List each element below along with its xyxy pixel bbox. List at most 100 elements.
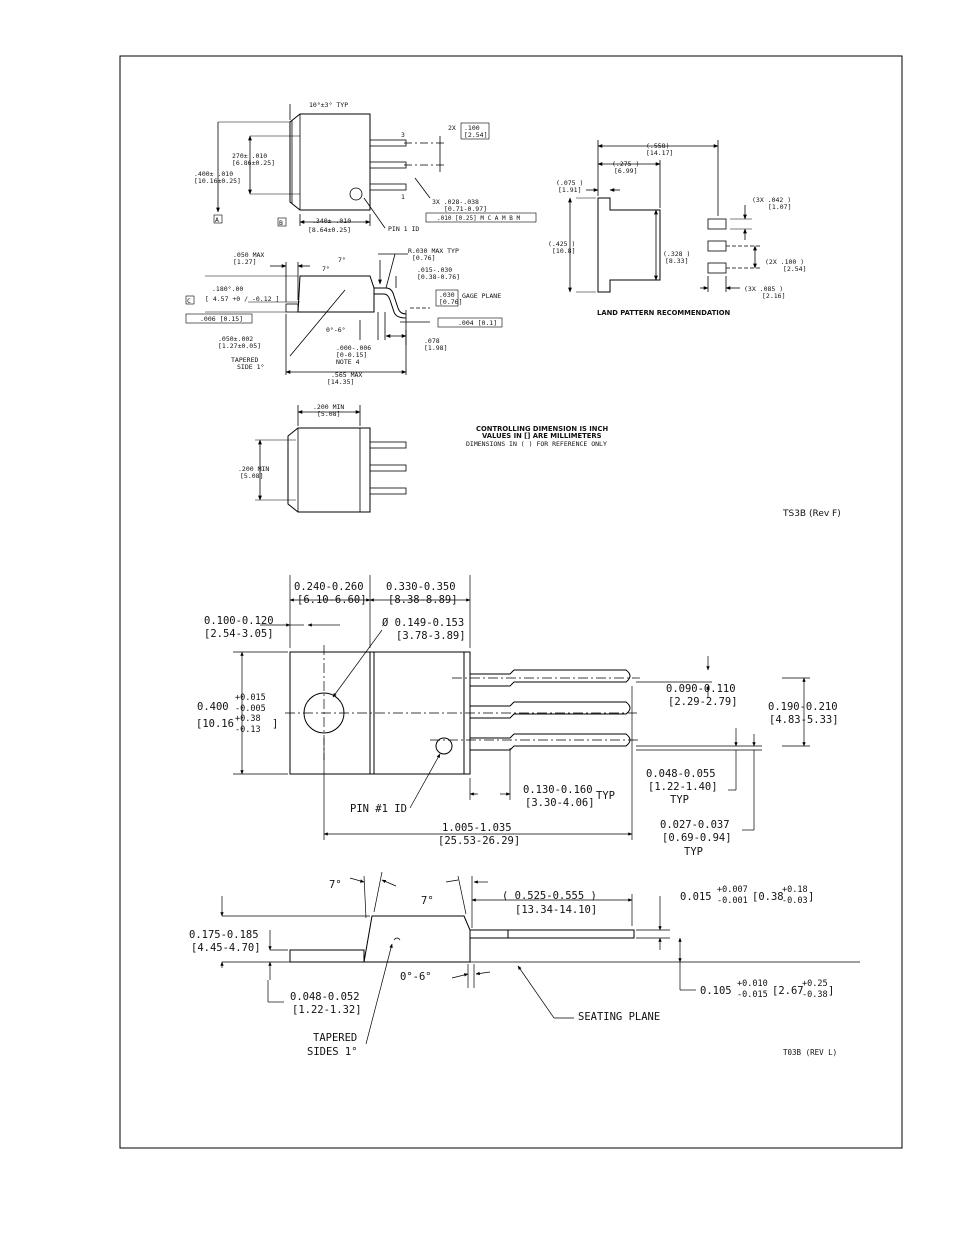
- to3b-1005-a: 1.005-1.035: [442, 822, 512, 834]
- to3b-ang06: 0°-6°: [400, 971, 432, 983]
- to3b-048-c: TYP: [670, 794, 689, 806]
- to3b-175-a: 0.175-0.185: [189, 929, 259, 941]
- ts3b-200a-a: .200 MIN: [313, 403, 344, 411]
- ts3b-gage-mm: [0.76]: [439, 298, 462, 306]
- note-line1: CONTROLLING DIMENSION IS INCH: [476, 425, 608, 433]
- to3b-048-a: 0.048-0.052: [290, 991, 360, 1003]
- to3b-015-main: 0.015: [680, 891, 712, 903]
- to3b-130-typ: TYP: [596, 790, 615, 802]
- ts3b-ang7a: 7°: [322, 265, 330, 273]
- land-085-b: [2.16]: [762, 292, 785, 300]
- to3b-105-up: +0.010: [737, 979, 768, 989]
- ts3b-fcf: .010 [0.25] M C A M B M: [437, 215, 520, 222]
- note-line2: VALUES IN [] ARE MILLIMETERS: [482, 432, 602, 440]
- ts3b-050-a: .050 MAX: [233, 251, 264, 259]
- ts3b-radius-b: [0.76]: [412, 254, 435, 262]
- land-328-a: (.328 ): [663, 250, 690, 258]
- to3b-330-b: [8.38-8.89]: [388, 594, 458, 606]
- to3b-105-close: ]: [828, 985, 834, 997]
- to3b-400-tol-dn: -0.005: [235, 704, 266, 714]
- ts3b-ang7b: 7°: [338, 256, 346, 264]
- ts3b-side-view: [205, 253, 430, 375]
- to3b-130-b: [3.30-4.06]: [525, 797, 595, 809]
- to3b-400-close: ]: [272, 718, 278, 730]
- ts3b-flat: .006 [0.15]: [200, 315, 243, 323]
- ts3b-lead-t-a: .015-.030: [417, 266, 452, 274]
- to3b-hole-b: [3.78-3.89]: [396, 630, 466, 642]
- ts3b-revision: TS3B (Rev F): [782, 509, 841, 519]
- to3b-105-mm-dn: -0.38: [802, 990, 828, 1000]
- ts3b-standoff-a: .000-.006: [336, 344, 371, 352]
- ts3b-078-b: [1.98]: [424, 344, 447, 352]
- note-line3: DIMENSIONS IN ( ) FOR REFERENCE ONLY: [466, 440, 607, 448]
- to3b-pin1-marker: [435, 737, 453, 755]
- ts3b-565-b: [14.35]: [327, 378, 354, 386]
- to3b-015-close: ]: [808, 891, 814, 903]
- land-425-b: [10.8]: [552, 247, 575, 255]
- land-042-b: [1.07]: [768, 203, 791, 211]
- ts3b-pitch-in: .100: [464, 124, 480, 132]
- ts3b-gage-label: GAGE PLANE: [462, 292, 501, 300]
- to3b-seating: SEATING PLANE: [578, 1011, 660, 1023]
- to3b-048-b: [1.22-1.32]: [292, 1004, 362, 1016]
- to3b-side-text: 7° 7° ( 0.525-0.555 ) [13.34-14.10] 0.01…: [189, 879, 834, 1058]
- to3b-100-b: [2.54-3.05]: [204, 628, 274, 640]
- to3b-side-view: [220, 871, 860, 1045]
- ts3b-200b-a: .200 MIN: [238, 465, 269, 473]
- ts3b-400-b: [10.16±0.25]: [194, 177, 241, 185]
- ts3b-prof: .004 [0.1]: [458, 319, 497, 327]
- to3b-130-a: 0.130-0.160: [523, 784, 593, 796]
- to3b-400-main: 0.400: [197, 701, 229, 713]
- ts3b-top-view: [216, 104, 445, 229]
- to3b-190-a: 0.190-0.210: [768, 701, 838, 713]
- to3b-027-a: 0.027-0.037: [660, 819, 730, 831]
- ts3b-050b-a: .050±.002: [218, 335, 253, 343]
- ts3b-pin1: PIN 1 ID: [388, 225, 419, 233]
- to3b-tapered-a: TAPERED: [313, 1032, 357, 1044]
- ts3b-height-b: [ 4.57 +0 / -0.12 ]: [205, 295, 279, 303]
- land-title: LAND PATTERN RECOMMENDATION: [597, 309, 731, 317]
- to3b-105-mm-up: +0.25: [802, 979, 828, 989]
- to3b-048-a: 0.048-0.055: [646, 768, 716, 780]
- ts3b-bottom-text: .200 MIN [5.08] .200 MIN [5.08]: [238, 403, 344, 480]
- ts3b-050-b: [1.27]: [233, 258, 256, 266]
- ts3b-side-text: .050 MAX [1.27] 7° 7° R.030 MAX TYP [0.7…: [185, 247, 503, 386]
- land-425-a: (.425 ): [548, 240, 575, 248]
- ts3b-200a-b: [5.08]: [317, 410, 340, 418]
- ts3b-340-b: [8.64±0.25]: [308, 226, 351, 234]
- to3b-190-b: [4.83-5.33]: [769, 714, 839, 726]
- ts3b-pitch-mm: [2.54]: [464, 131, 487, 139]
- ts3b-top-text: 10°±3° TYP 270± .010 [6.86±0.25] .400± .…: [194, 101, 537, 234]
- ts3b-tapered-b: SIDE 1°: [237, 363, 264, 371]
- land-100-a: (2X .100 ): [765, 258, 804, 266]
- ts3b-radius-a: R.030 MAX TYP: [408, 247, 459, 255]
- ts3b-datum-a: A: [215, 216, 219, 224]
- ts3b-pin1-num: 1: [401, 193, 405, 201]
- to3b-048-b: [1.22-1.40]: [648, 781, 718, 793]
- to3b-hole-a: Ø 0.149-0.153: [382, 617, 464, 629]
- land-075-a: (.075 ): [556, 179, 583, 187]
- to3b-1005-b: [25.53-26.29]: [438, 835, 520, 847]
- land-pattern-text: (.558) [14.17] (.275 ) [6.99] (.075 ) [1…: [548, 142, 806, 317]
- ts3b-tapered-a: TAPERED: [231, 356, 258, 364]
- to3b-400-mm-dn: -0.13: [235, 725, 261, 735]
- to3b-015-up: +0.007: [717, 885, 748, 895]
- ts3b-gage-in: .030: [439, 291, 455, 299]
- ts3b-lead-3x-b: [0.71-0.97]: [444, 205, 487, 213]
- ts3b-078-a: .078: [424, 337, 440, 345]
- to3b-015-mm: [0.38: [752, 891, 784, 903]
- to3b-400-mm: [10.16: [196, 718, 234, 730]
- ts3b-050b-b: [1.27±0.05]: [218, 342, 261, 350]
- to3b-105-mm: [2.67: [772, 985, 804, 997]
- to3b-015-mm-up: +0.18: [782, 885, 808, 895]
- dimension-notes: CONTROLLING DIMENSION IS INCH VALUES IN …: [466, 425, 608, 448]
- ts3b-lead-3x-a: 3X .028-.038: [432, 198, 479, 206]
- ts3b-565-a: .565 MAX: [331, 371, 362, 379]
- to3b-240-a: 0.240-0.260: [294, 581, 364, 593]
- ts3b-270-b: [6.86±0.25]: [232, 159, 275, 167]
- to3b-090-b: [2.29-2.79]: [668, 696, 738, 708]
- to3b-090-a: 0.090-0.110: [666, 683, 736, 695]
- to3b-027-b: [0.69-0.94]: [662, 832, 732, 844]
- to3b-revision: T03B (REV L): [783, 1048, 837, 1057]
- ts3b-standoff-b: [0-0.15]: [336, 351, 367, 359]
